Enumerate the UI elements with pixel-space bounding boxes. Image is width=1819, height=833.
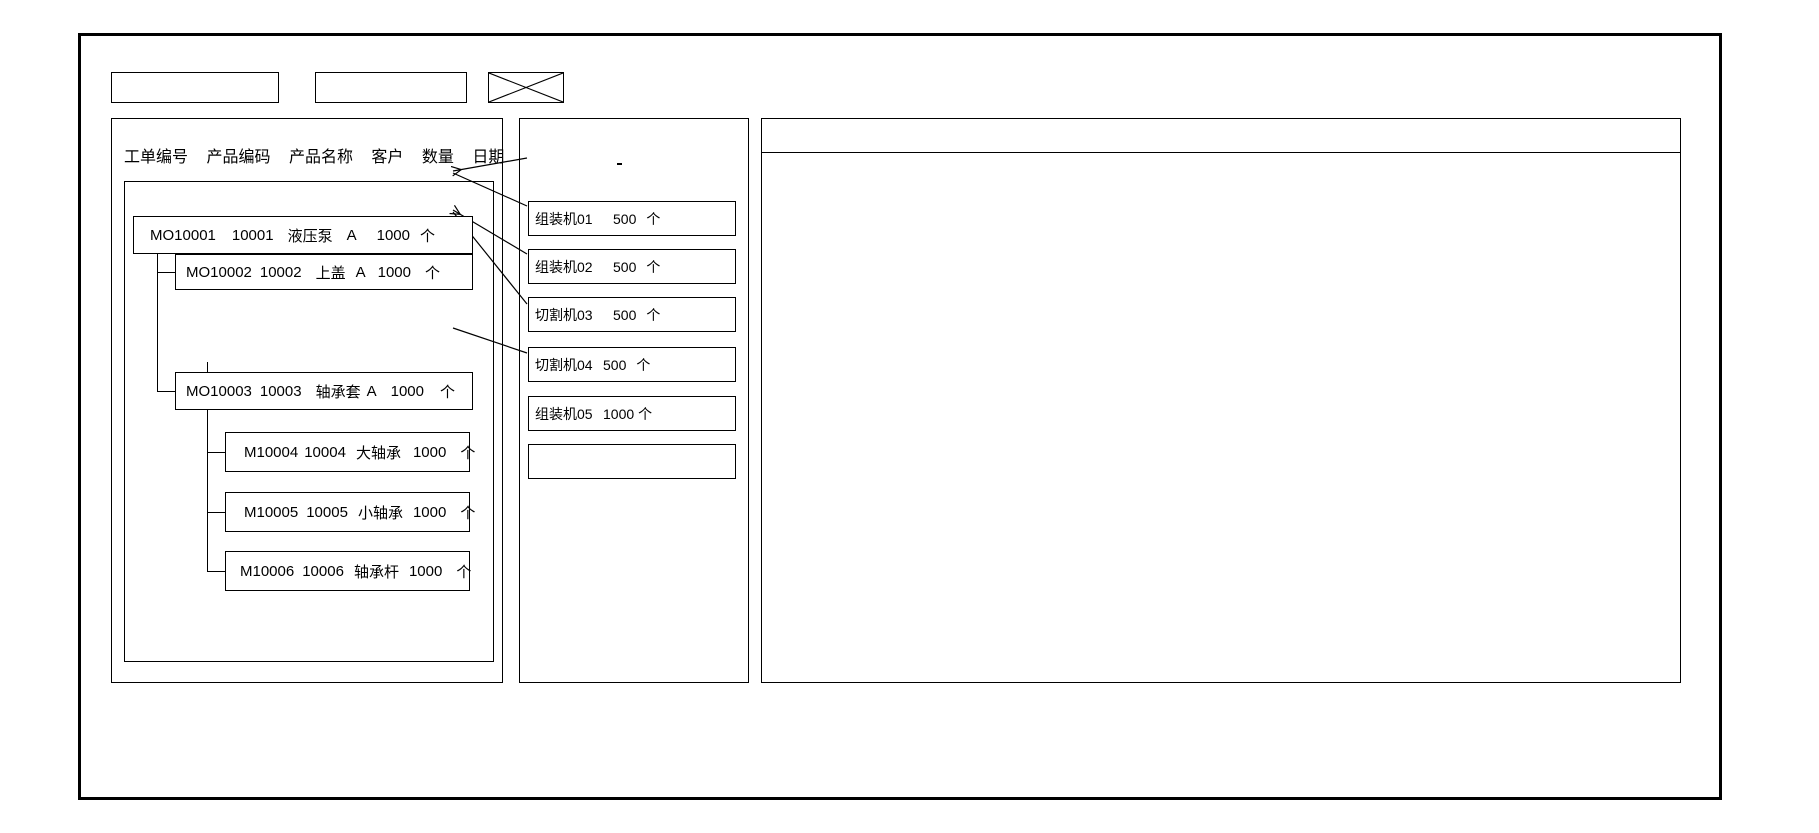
machine-name: 组装机02 bbox=[535, 258, 593, 275]
tree-node-unit: 个 bbox=[420, 227, 436, 245]
column-header-product-name: 产品名称 bbox=[288, 149, 353, 166]
machine-row[interactable]: 组装机02 500 个 bbox=[528, 249, 736, 284]
machine-row[interactable]: 组装机01 500 个 bbox=[528, 201, 736, 236]
tree-node-order-no: M10004 bbox=[244, 443, 299, 461]
column-header-product-code: 产品编码 bbox=[206, 149, 271, 166]
work-order-tree: MO10001 10001 液压泵 A 1000 个 MO10002 10002… bbox=[124, 181, 494, 662]
tree-node-order-no: MO10001 bbox=[150, 226, 216, 244]
column-header-order-no: 工单编号 bbox=[124, 149, 189, 166]
tree-node-product-name: 液压泵 bbox=[287, 227, 333, 245]
machine-name: 组装机05 bbox=[535, 405, 593, 422]
tree-node-unit: 个 bbox=[460, 444, 476, 462]
tree-node-product-code: 10005 bbox=[306, 503, 348, 521]
tree-node-qty: 1000 bbox=[408, 562, 443, 580]
tree-node-qty: 1000 bbox=[377, 263, 411, 281]
tree-node-customer: A bbox=[346, 226, 357, 244]
machine-qty: 500 bbox=[603, 356, 627, 373]
tree-node-product-name: 上盖 bbox=[315, 264, 346, 282]
tree-node-qty: 1000 bbox=[412, 443, 447, 461]
machine-allocation-panel: 组装机01 500 个 组装机02 500 个 切割机03 500 个 切割机0… bbox=[519, 118, 749, 683]
toolbar bbox=[111, 72, 611, 106]
tree-node-customer: A bbox=[355, 263, 366, 281]
tree-node-order-no: M10006 bbox=[240, 562, 295, 580]
application-window: 工单编号 产品编码 产品名称 客户 数量 日期 MO10001 10001 液压… bbox=[78, 33, 1722, 800]
machine-name: 切割机03 bbox=[535, 306, 593, 323]
tree-node-work-order[interactable]: MO10001 10001 液压泵 A 1000 个 bbox=[133, 216, 473, 254]
tree-node-work-order[interactable]: MO10002 10002 上盖 A 1000 个 bbox=[175, 254, 473, 290]
tree-node-product-name: 小轴承 bbox=[357, 504, 403, 522]
machine-row[interactable]: 切割机04 500 个 bbox=[528, 347, 736, 382]
machine-unit: 个 bbox=[636, 356, 651, 373]
tree-node-unit: 个 bbox=[425, 264, 441, 282]
tree-guide-line bbox=[207, 452, 225, 454]
tree-guide-line bbox=[207, 362, 209, 572]
machine-row-empty[interactable] bbox=[528, 444, 736, 479]
tree-node-product-code: 10003 bbox=[259, 382, 302, 400]
machine-qty: 1000 bbox=[603, 405, 635, 422]
tree-guide-line bbox=[207, 571, 225, 573]
tree-node-unit: 个 bbox=[460, 504, 476, 522]
machine-qty: 500 bbox=[613, 210, 637, 227]
machine-qty: 500 bbox=[613, 258, 637, 275]
column-header-row: 工单编号 产品编码 产品名称 客户 数量 日期 bbox=[124, 143, 504, 169]
machine-unit: 个 bbox=[646, 258, 661, 275]
tree-guide-line bbox=[207, 512, 225, 514]
tree-node-order-no: MO10002 bbox=[186, 263, 252, 281]
tree-node-qty: 1000 bbox=[390, 382, 424, 400]
machine-unit: 个 bbox=[646, 210, 661, 227]
toolbar-field-2[interactable] bbox=[315, 72, 467, 103]
x-cross-icon[interactable] bbox=[488, 72, 564, 103]
machine-row[interactable]: 切割机03 500 个 bbox=[528, 297, 736, 332]
panel-marker-dash bbox=[617, 163, 622, 165]
tree-node-order-no: MO10003 bbox=[186, 382, 252, 400]
machine-name: 切割机04 bbox=[535, 356, 593, 373]
tree-node-qty: 1000 bbox=[376, 226, 410, 244]
column-header-customer: 客户 bbox=[371, 149, 404, 166]
tree-node-work-order[interactable]: MO10003 10003 轴承套 A 1000 个 bbox=[175, 372, 473, 410]
tree-node-qty: 1000 bbox=[412, 503, 447, 521]
tree-node-product-name: 轴承杆 bbox=[353, 563, 399, 581]
machine-unit: 个 bbox=[638, 405, 653, 422]
machine-unit: 个 bbox=[646, 306, 661, 323]
tree-node-order-no: M10005 bbox=[244, 503, 299, 521]
detail-panel-body bbox=[762, 153, 1680, 684]
work-order-panel: 工单编号 产品编码 产品名称 客户 数量 日期 MO10001 10001 液压… bbox=[111, 118, 504, 683]
tree-node-material[interactable]: M10005 10005 小轴承 1000 个 bbox=[225, 492, 475, 532]
machine-name: 组装机01 bbox=[535, 210, 593, 227]
tree-node-product-code: 10006 bbox=[302, 562, 344, 580]
tree-node-product-name: 大轴承 bbox=[355, 444, 401, 462]
tree-node-material[interactable]: M10004 10004 大轴承 1000 个 bbox=[225, 432, 475, 472]
detail-panel-header bbox=[762, 119, 1680, 153]
tree-guide-line bbox=[157, 391, 175, 393]
tree-guide-line bbox=[157, 272, 175, 274]
column-header-date: 日期 bbox=[472, 149, 505, 166]
detail-panel bbox=[761, 118, 1681, 683]
tree-node-customer: A bbox=[366, 382, 377, 400]
tree-node-material[interactable]: M10006 10006 轴承杆 1000 个 bbox=[225, 551, 472, 591]
machine-row[interactable]: 组装机05 1000 个 bbox=[528, 396, 736, 431]
column-header-qty: 数量 bbox=[421, 149, 454, 166]
tree-node-product-code: 10002 bbox=[259, 263, 302, 281]
tree-node-product-code: 10004 bbox=[304, 443, 346, 461]
tree-node-product-code: 10001 bbox=[231, 226, 274, 244]
tree-node-unit: 个 bbox=[456, 563, 472, 581]
tree-guide-line bbox=[157, 244, 159, 392]
toolbar-field-1[interactable] bbox=[111, 72, 279, 103]
machine-qty: 500 bbox=[613, 306, 637, 323]
tree-node-product-name: 轴承套 bbox=[315, 383, 361, 401]
tree-node-unit: 个 bbox=[440, 383, 456, 401]
